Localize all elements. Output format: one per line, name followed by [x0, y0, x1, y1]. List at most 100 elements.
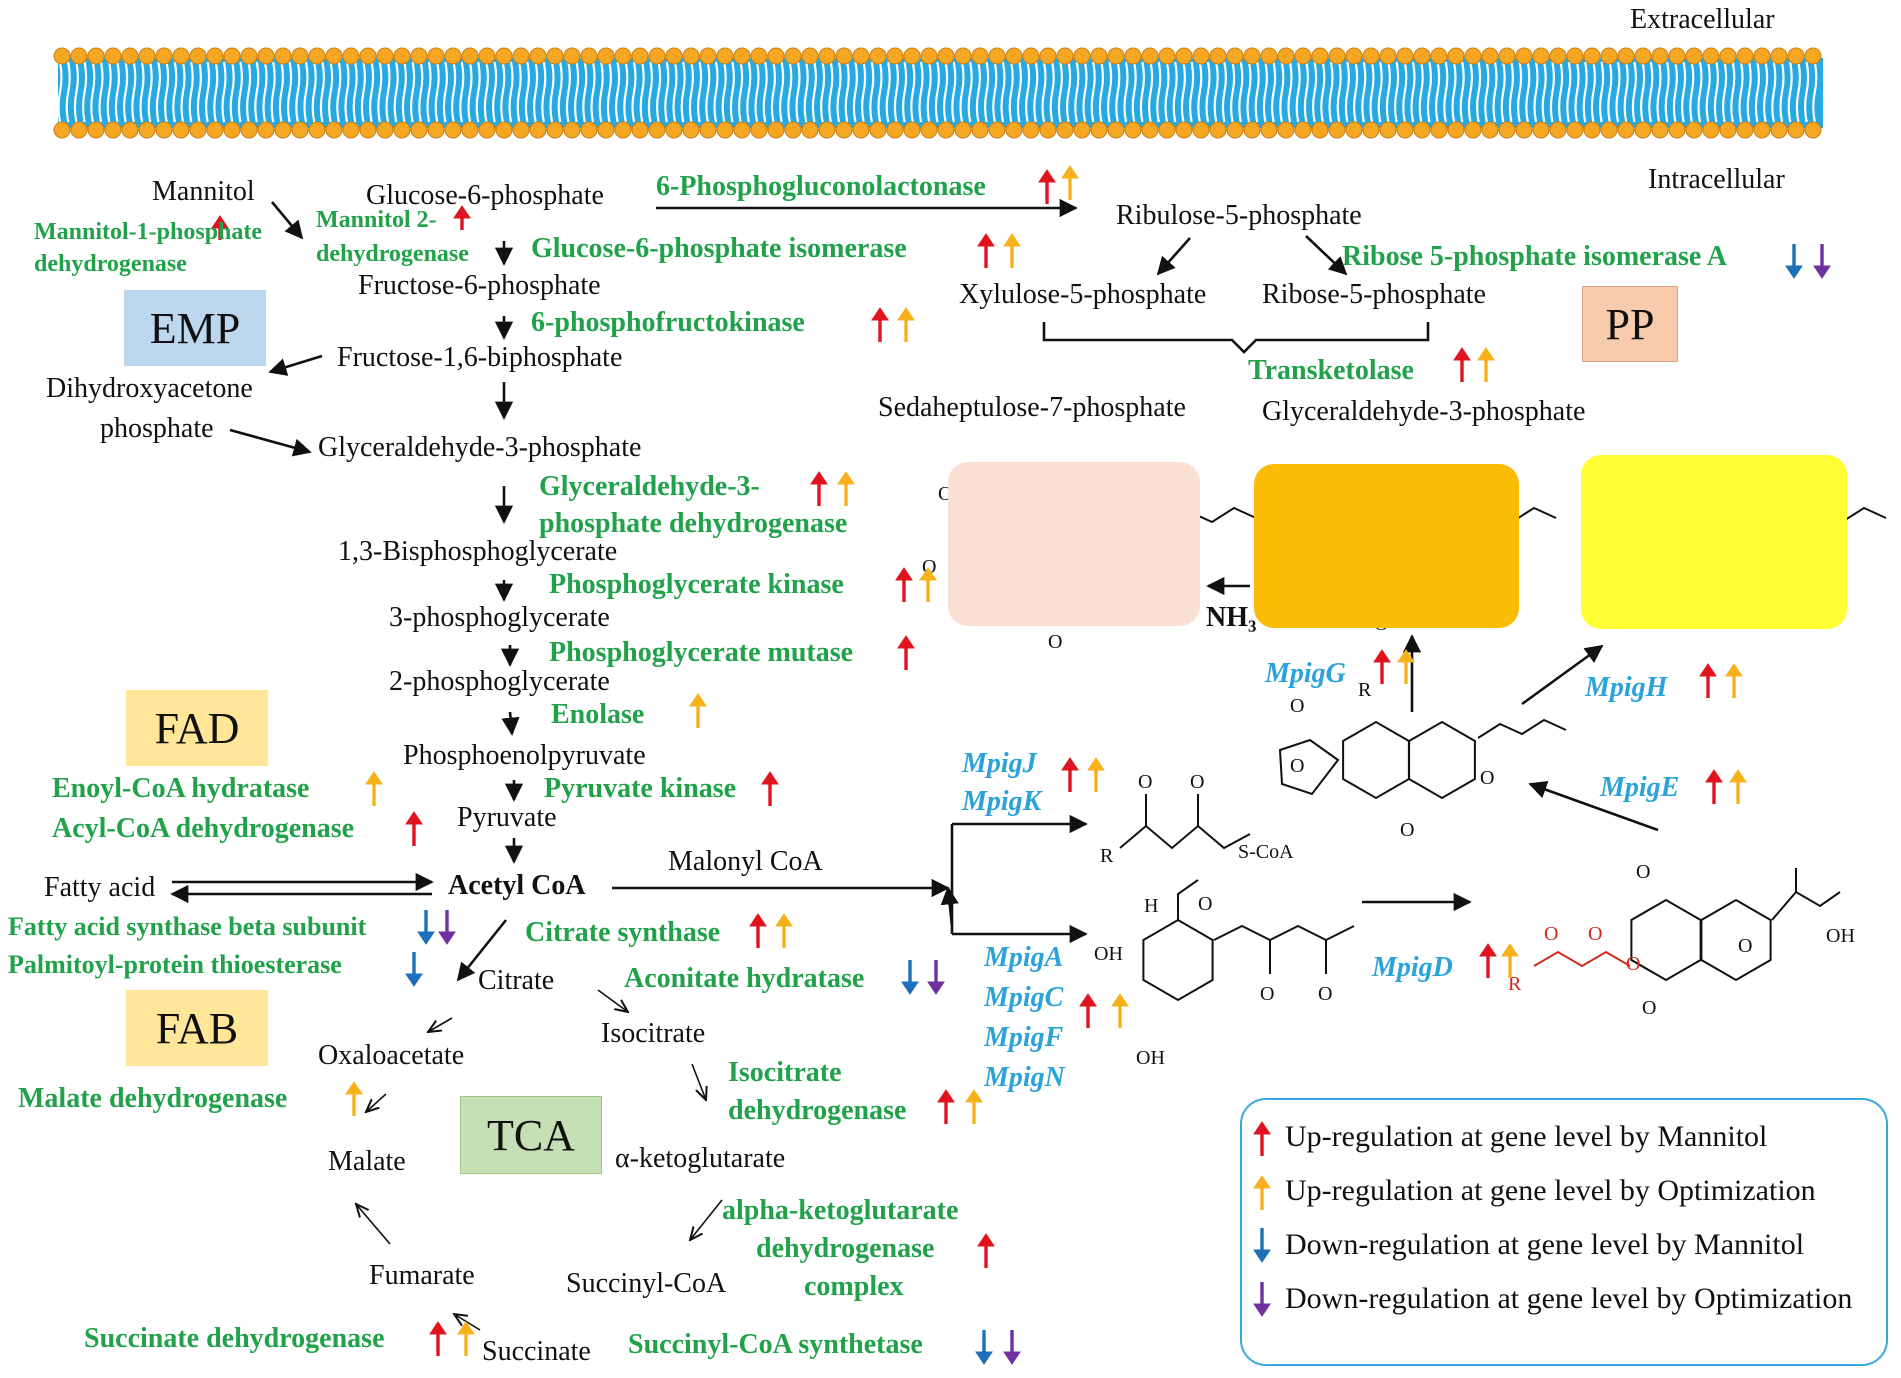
lipid-head [291, 47, 309, 65]
enzyme-m1pdh-2: dehydrogenase [34, 251, 187, 277]
arrow [690, 1199, 723, 1240]
lipid-head [1447, 47, 1465, 65]
lipid-tail [524, 61, 530, 123]
lipid-head [563, 121, 581, 139]
lipid-head [1549, 47, 1567, 65]
lipid-tail [746, 61, 752, 123]
lipid-head [393, 47, 411, 65]
lipid-tail [483, 61, 489, 123]
lipid-head [1617, 121, 1635, 139]
lipid-tail [975, 61, 981, 123]
lipid-head [104, 121, 122, 139]
lipid-tail [1016, 61, 1022, 123]
regulation-arrow [927, 981, 945, 995]
lipid-head [563, 47, 581, 65]
lipid-tail [426, 61, 432, 123]
lipid-tail [565, 61, 571, 123]
lipid-head [172, 121, 190, 139]
label-o: O [1318, 983, 1332, 1005]
fab-box: FAB [126, 990, 268, 1066]
arrow [428, 1017, 453, 1032]
arrow [268, 354, 323, 376]
regulation-arrow [1477, 347, 1495, 361]
lipid-head [886, 47, 904, 65]
enzyme-pfk: 6-phosphofructokinase [531, 307, 805, 338]
label-o: O [1738, 935, 1752, 957]
lipid-head [325, 121, 343, 139]
lipid-tail [155, 61, 161, 123]
lipid-tail [1713, 61, 1719, 123]
lipid-tail [1197, 61, 1203, 123]
lipid-head [1056, 121, 1074, 139]
enzyme-fasb: Fatty acid synthase beta subunit [8, 912, 367, 941]
succinyl-coa: Succinyl-CoA [566, 1268, 727, 1299]
lipid-tail [861, 61, 867, 123]
regulation-arrow [937, 1089, 955, 1103]
lipid-tail [1722, 61, 1728, 123]
regulation-arrow [1729, 769, 1747, 783]
lipid-tail [1303, 61, 1309, 123]
label-o: O [1480, 767, 1494, 789]
lipid-tail [1771, 61, 1777, 123]
regulation-arrow [211, 215, 229, 229]
lipid-head [1685, 121, 1703, 139]
lipid-tail [1328, 61, 1334, 123]
lipid-tail [385, 61, 391, 123]
lipid-tail [328, 61, 334, 123]
lipid-head [1209, 47, 1227, 65]
enzyme-kgdh-1: alpha-ketoglutarate [722, 1195, 959, 1226]
lipid-tail [590, 61, 596, 123]
arrow [691, 1063, 706, 1100]
gene-mpige: MpigE [1600, 772, 1680, 803]
enzyme-rpi: Ribose 5-phosphate isomerase A [1342, 241, 1728, 272]
enzyme-m2dh-1: Mannitol 2- [316, 207, 437, 233]
legend-box [1240, 1098, 1888, 1366]
fad-box: FAD [126, 690, 268, 766]
lipid-tail [1344, 61, 1350, 123]
regulation-arrow [1003, 1351, 1021, 1365]
lipid-head [852, 121, 870, 139]
enzyme-tkt: Transketolase [1248, 355, 1414, 386]
lipid-head [342, 47, 360, 65]
regulation-arrows [211, 165, 1831, 1365]
regulation-arrow [897, 307, 915, 321]
arrow [454, 1314, 481, 1331]
lipid-tail [369, 61, 375, 123]
lipid-tail [647, 61, 653, 123]
lipid-head [631, 121, 649, 139]
lipid-tail [1139, 61, 1145, 123]
lipid-head [886, 121, 904, 139]
tca-box: TCA [460, 1096, 602, 1174]
lipid-tail [574, 61, 580, 123]
enzyme-eno: Enolase [551, 699, 645, 730]
lipid-head [1328, 121, 1346, 139]
lipid-head [325, 47, 343, 65]
lipid-head [189, 121, 207, 139]
lipid-head [1498, 121, 1516, 139]
lipid-tail [434, 61, 440, 123]
lipid-tail [787, 61, 793, 123]
lipid-tail [1590, 61, 1596, 123]
lipid-head [138, 47, 156, 65]
lipid-tail [1484, 61, 1490, 123]
enzyme-m1pdh-1: Mannitol-1-phosphate [34, 219, 263, 245]
lipid-head [1090, 121, 1108, 139]
lipid-tail [893, 61, 899, 123]
lipid-tail [1623, 61, 1629, 123]
lipid-tail [1681, 61, 1687, 123]
lipid-tail [1795, 61, 1801, 123]
alpha-ketoglutarate: α-ketoglutarate [615, 1143, 786, 1174]
regulation-arrow [438, 931, 456, 945]
lipid-head [1158, 47, 1176, 65]
emp-box: EMP [124, 290, 266, 366]
lipid-tail [82, 61, 88, 123]
lipid-head [427, 47, 445, 65]
lipid-head [1328, 47, 1346, 65]
molecule-bg-orange [1254, 464, 1519, 628]
lipid-tail [98, 61, 104, 123]
lipid-head [597, 121, 615, 139]
lipid-tail [270, 61, 276, 123]
lipid-head [1668, 121, 1686, 139]
lipid-head [240, 47, 258, 65]
lipid-tail [582, 61, 588, 123]
